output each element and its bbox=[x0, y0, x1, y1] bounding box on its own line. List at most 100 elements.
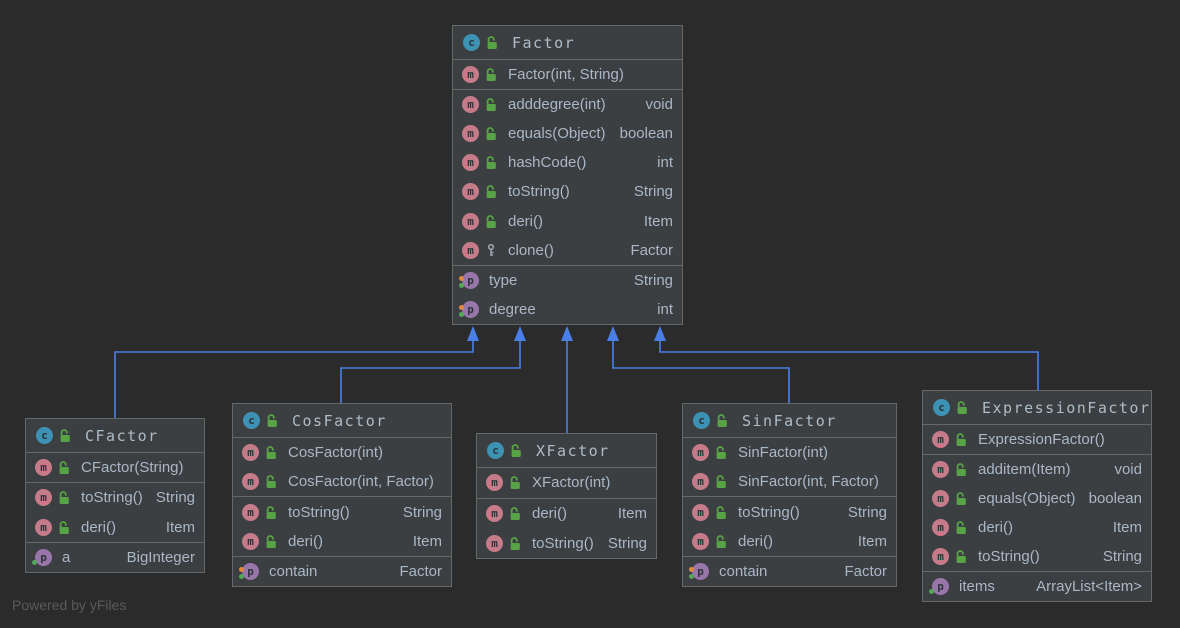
inheritance-edge-cosfactor bbox=[340, 341, 521, 403]
unlocked-icon bbox=[264, 534, 278, 549]
unlocked-icon bbox=[57, 490, 71, 505]
class-name: CosFactor bbox=[292, 411, 387, 430]
member-name: deri() bbox=[81, 518, 117, 536]
member-name: XFactor(int) bbox=[532, 474, 611, 492]
member-type: String bbox=[607, 534, 647, 552]
member-type: String bbox=[155, 489, 195, 507]
member-name: deri() bbox=[738, 532, 774, 550]
green-dot-icon bbox=[459, 282, 464, 288]
class-name: ExpressionFactor bbox=[982, 398, 1151, 417]
member-type: String bbox=[847, 503, 887, 521]
unlocked-icon bbox=[485, 35, 499, 50]
member-name: deri() bbox=[288, 532, 324, 550]
method-icon: m bbox=[486, 534, 503, 552]
unlocked-icon bbox=[714, 505, 728, 520]
method-icon: m bbox=[35, 489, 52, 507]
member-name: hashCode() bbox=[508, 154, 587, 172]
class-name: SinFactor bbox=[742, 411, 837, 430]
property-icon-wrap: p bbox=[32, 548, 52, 566]
class-name: CFactor bbox=[85, 426, 159, 445]
class-name: Factor bbox=[512, 33, 576, 52]
method-icon: m bbox=[462, 66, 479, 84]
property-icon: p bbox=[932, 578, 949, 595]
green-dot-icon bbox=[929, 589, 934, 594]
member-type: int bbox=[657, 154, 673, 172]
unlocked-icon bbox=[955, 400, 969, 415]
member-name: toString() bbox=[738, 503, 800, 521]
member-name: CFactor(String) bbox=[81, 459, 184, 477]
class-icon: c bbox=[933, 399, 950, 416]
property-icon-wrap: p bbox=[689, 562, 709, 580]
property-icon-wrap: p bbox=[459, 300, 479, 318]
method-icon: m bbox=[932, 519, 949, 536]
member-type: boolean bbox=[1088, 490, 1142, 507]
member-type: Item bbox=[617, 505, 647, 522]
unlocked-icon bbox=[57, 520, 71, 535]
green-dot-icon bbox=[459, 311, 464, 317]
class-icon: c bbox=[487, 442, 504, 459]
method-icon: m bbox=[462, 96, 479, 114]
member-type: Item bbox=[857, 532, 887, 550]
member-type: void bbox=[1114, 461, 1142, 478]
property-icon-wrap: p bbox=[459, 271, 479, 289]
method-icon: m bbox=[242, 532, 259, 550]
inheritance-arrowhead-icon bbox=[654, 326, 666, 341]
member-type: int bbox=[657, 300, 673, 318]
member-type: Factor bbox=[399, 562, 442, 580]
inheritance-arrowhead-icon bbox=[607, 326, 619, 341]
unlocked-icon bbox=[954, 491, 968, 506]
unlocked-icon bbox=[714, 534, 728, 549]
member-name: toString() bbox=[508, 183, 570, 201]
unlocked-icon bbox=[57, 460, 71, 475]
inheritance-edge-expressionfactor bbox=[659, 341, 1039, 390]
unlocked-icon bbox=[484, 97, 498, 112]
member-type: Factor bbox=[844, 562, 887, 580]
property-icon: p bbox=[242, 562, 259, 580]
unlocked-icon bbox=[484, 184, 498, 199]
unlocked-icon bbox=[954, 549, 968, 564]
member-type: void bbox=[645, 96, 673, 114]
method-icon: m bbox=[486, 505, 503, 522]
unlocked-icon bbox=[264, 474, 278, 489]
green-dot-icon bbox=[689, 573, 694, 579]
member-name: a bbox=[62, 548, 71, 566]
member-name: toString() bbox=[532, 534, 594, 552]
member-name: toString() bbox=[978, 548, 1040, 565]
member-type: Factor bbox=[630, 241, 673, 259]
class-title-row: c ExpressionFactor bbox=[923, 391, 1151, 425]
watermark: Powered by yFiles bbox=[12, 597, 127, 613]
unlocked-icon bbox=[954, 432, 968, 447]
method-icon: m bbox=[462, 241, 479, 259]
